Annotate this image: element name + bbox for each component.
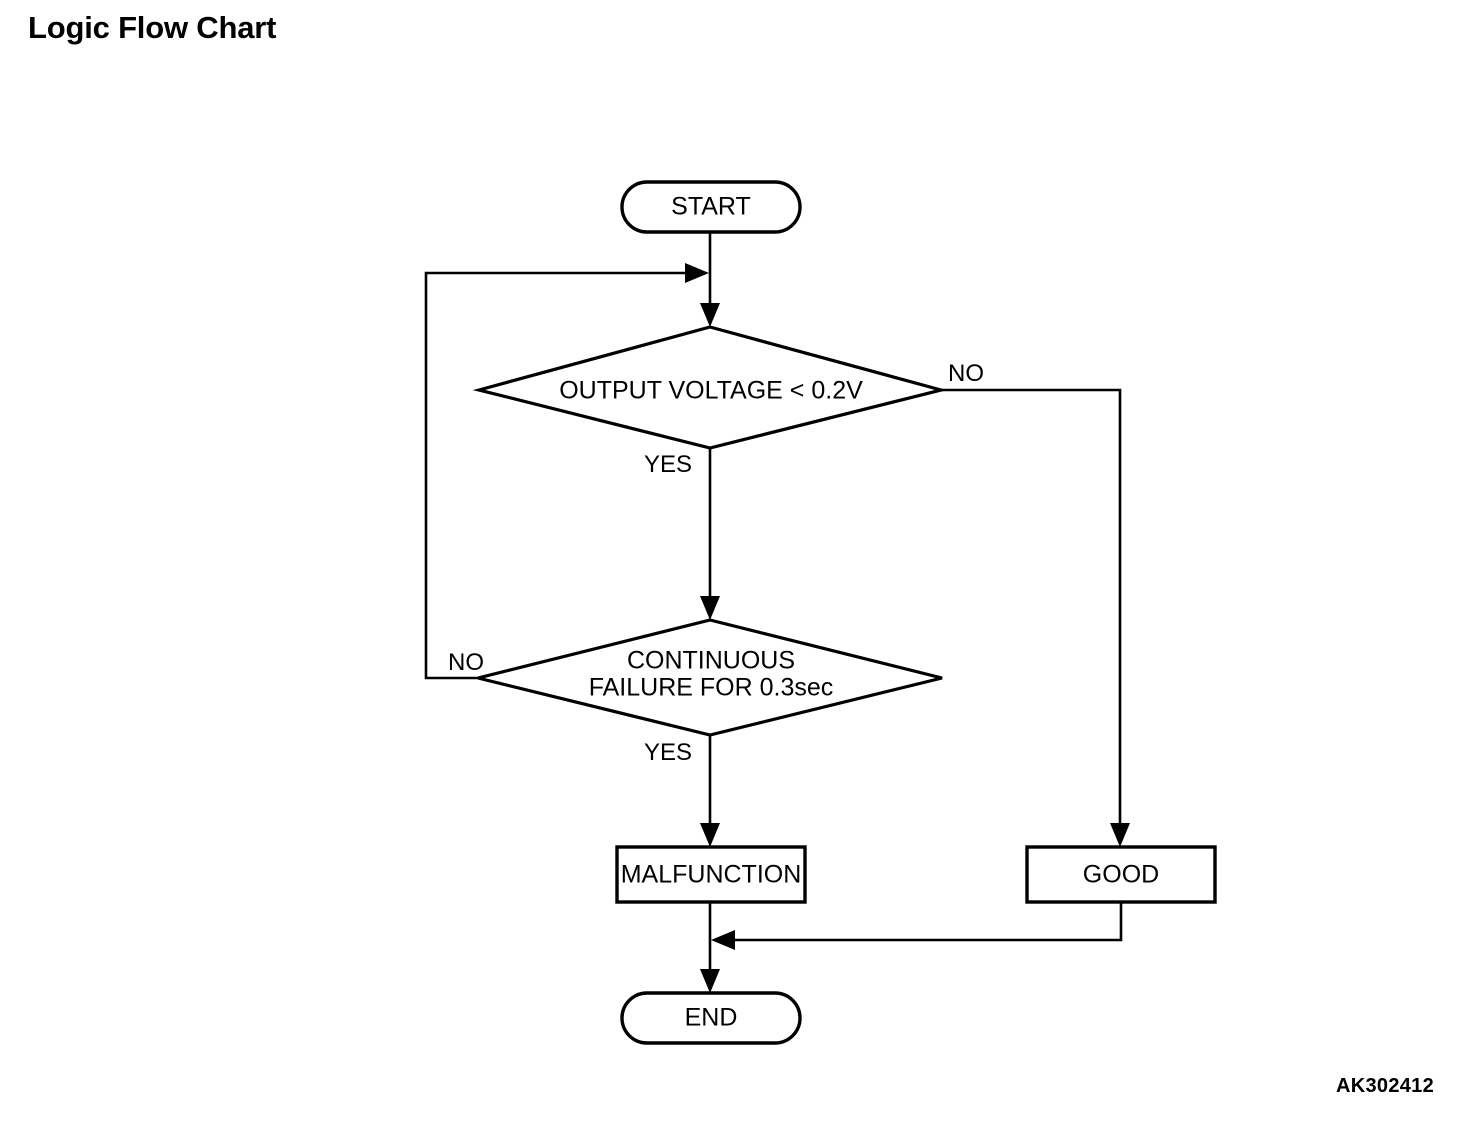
good-label: GOOD <box>1083 861 1159 889</box>
node-end: END <box>620 991 802 1045</box>
decision2-no-label: NO <box>448 649 484 676</box>
node-malfunction: MALFUNCTION <box>615 845 807 904</box>
node-decision-output-voltage: OUTPUT VOLTAGE < 0.2V <box>472 325 948 450</box>
arrow-head-good-join <box>711 930 735 950</box>
page-title: Logic Flow Chart <box>28 10 277 45</box>
end-label: END <box>685 1004 738 1032</box>
malfunction-label: MALFUNCTION <box>621 861 802 889</box>
arrow-head-into-decision1 <box>700 303 720 327</box>
arrow-head-feedback-join <box>685 263 709 283</box>
decision2-yes-label: YES <box>644 739 692 766</box>
edge-good-to-end <box>725 902 1123 942</box>
edge-decision2-no-feedback <box>424 271 694 680</box>
arrow-head-into-good <box>1110 823 1130 847</box>
decision1-label: OUTPUT VOLTAGE < 0.2V <box>559 377 863 405</box>
arrow-head-into-end <box>700 969 720 993</box>
arrow-head-into-decision2 <box>700 596 720 620</box>
end-shape <box>620 991 802 1045</box>
decision2-label-line2: FAILURE FOR 0.3sec <box>589 674 834 702</box>
arrow-head-into-malfunction <box>700 823 720 847</box>
decision2-label-line1: CONTINUOUS <box>627 647 795 675</box>
reference-code: AK302412 <box>1336 1075 1435 1097</box>
good-shape <box>1025 845 1217 904</box>
start-label: START <box>671 193 751 221</box>
node-start: START <box>620 180 802 234</box>
edge-decision1-no-to-good <box>941 388 1122 833</box>
node-good: GOOD <box>1025 845 1217 904</box>
node-decision-continuous-failure: CONTINUOUS FAILURE FOR 0.3sec <box>477 618 943 737</box>
decision1-no-label: NO <box>948 360 984 387</box>
decision1-yes-label: YES <box>644 451 692 478</box>
